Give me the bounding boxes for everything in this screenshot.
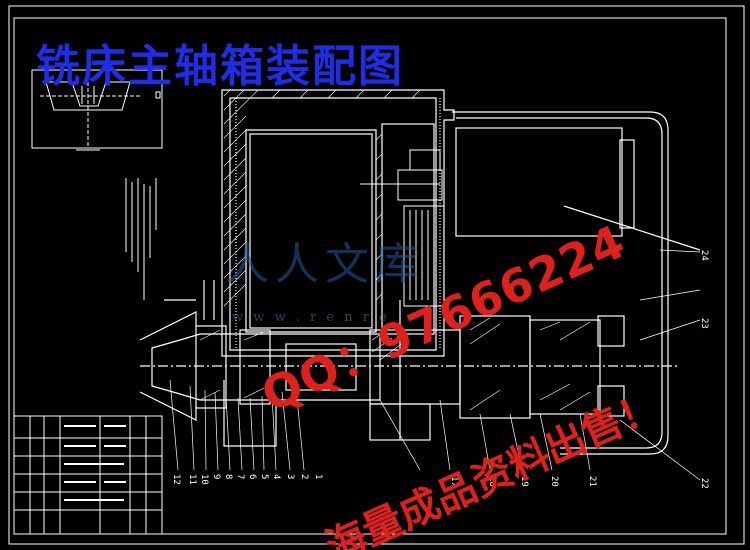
part-number-label: 24 xyxy=(699,250,709,261)
title-block xyxy=(13,415,163,535)
part-number-label: 20 xyxy=(549,476,559,487)
title-block-text xyxy=(64,425,126,501)
part-number-label: 22 xyxy=(699,478,709,489)
part-number-label: 3 xyxy=(285,474,295,479)
part-number-label: 11 xyxy=(187,474,197,485)
part-number-label: 21 xyxy=(587,476,597,487)
motor-cover xyxy=(452,111,701,455)
part-number-label: 12 xyxy=(171,474,181,485)
gear-stack xyxy=(360,149,445,307)
drawing-border xyxy=(13,17,727,535)
drawing-frame xyxy=(8,5,745,545)
part-number-label: 5 xyxy=(259,474,269,479)
part-number-label: 18 xyxy=(487,476,497,487)
drawing-title: 铣床主轴箱装配图 xyxy=(36,41,404,92)
part-number-label: 1 xyxy=(313,474,323,479)
part-number-label: 7 xyxy=(235,474,245,479)
detail-view xyxy=(31,69,163,151)
part-number-label: 4 xyxy=(271,474,281,479)
housing-hatching xyxy=(223,89,421,307)
watermark-site-url: w w w . r e n r e xyxy=(232,310,390,325)
part-number-label: 8 xyxy=(223,474,233,479)
technical-notes xyxy=(125,178,157,300)
part-number-label: 19 xyxy=(519,476,529,487)
part-number-label: 9 xyxy=(211,474,221,479)
part-number-label: 2 xyxy=(299,474,309,479)
watermark-site-name: 人人文库 xyxy=(225,239,425,290)
spindle-box-housing xyxy=(221,89,455,357)
part-number-label: 23 xyxy=(699,318,709,329)
leader-lines xyxy=(169,249,701,481)
part-number-label: 17 xyxy=(449,476,459,487)
spindle-hatching xyxy=(199,317,591,411)
part-number-label: 6 xyxy=(247,474,257,479)
part-numbers-right: 24 23 22 21 20 19 18 17 xyxy=(449,250,709,489)
part-number-label: 10 xyxy=(199,474,209,485)
